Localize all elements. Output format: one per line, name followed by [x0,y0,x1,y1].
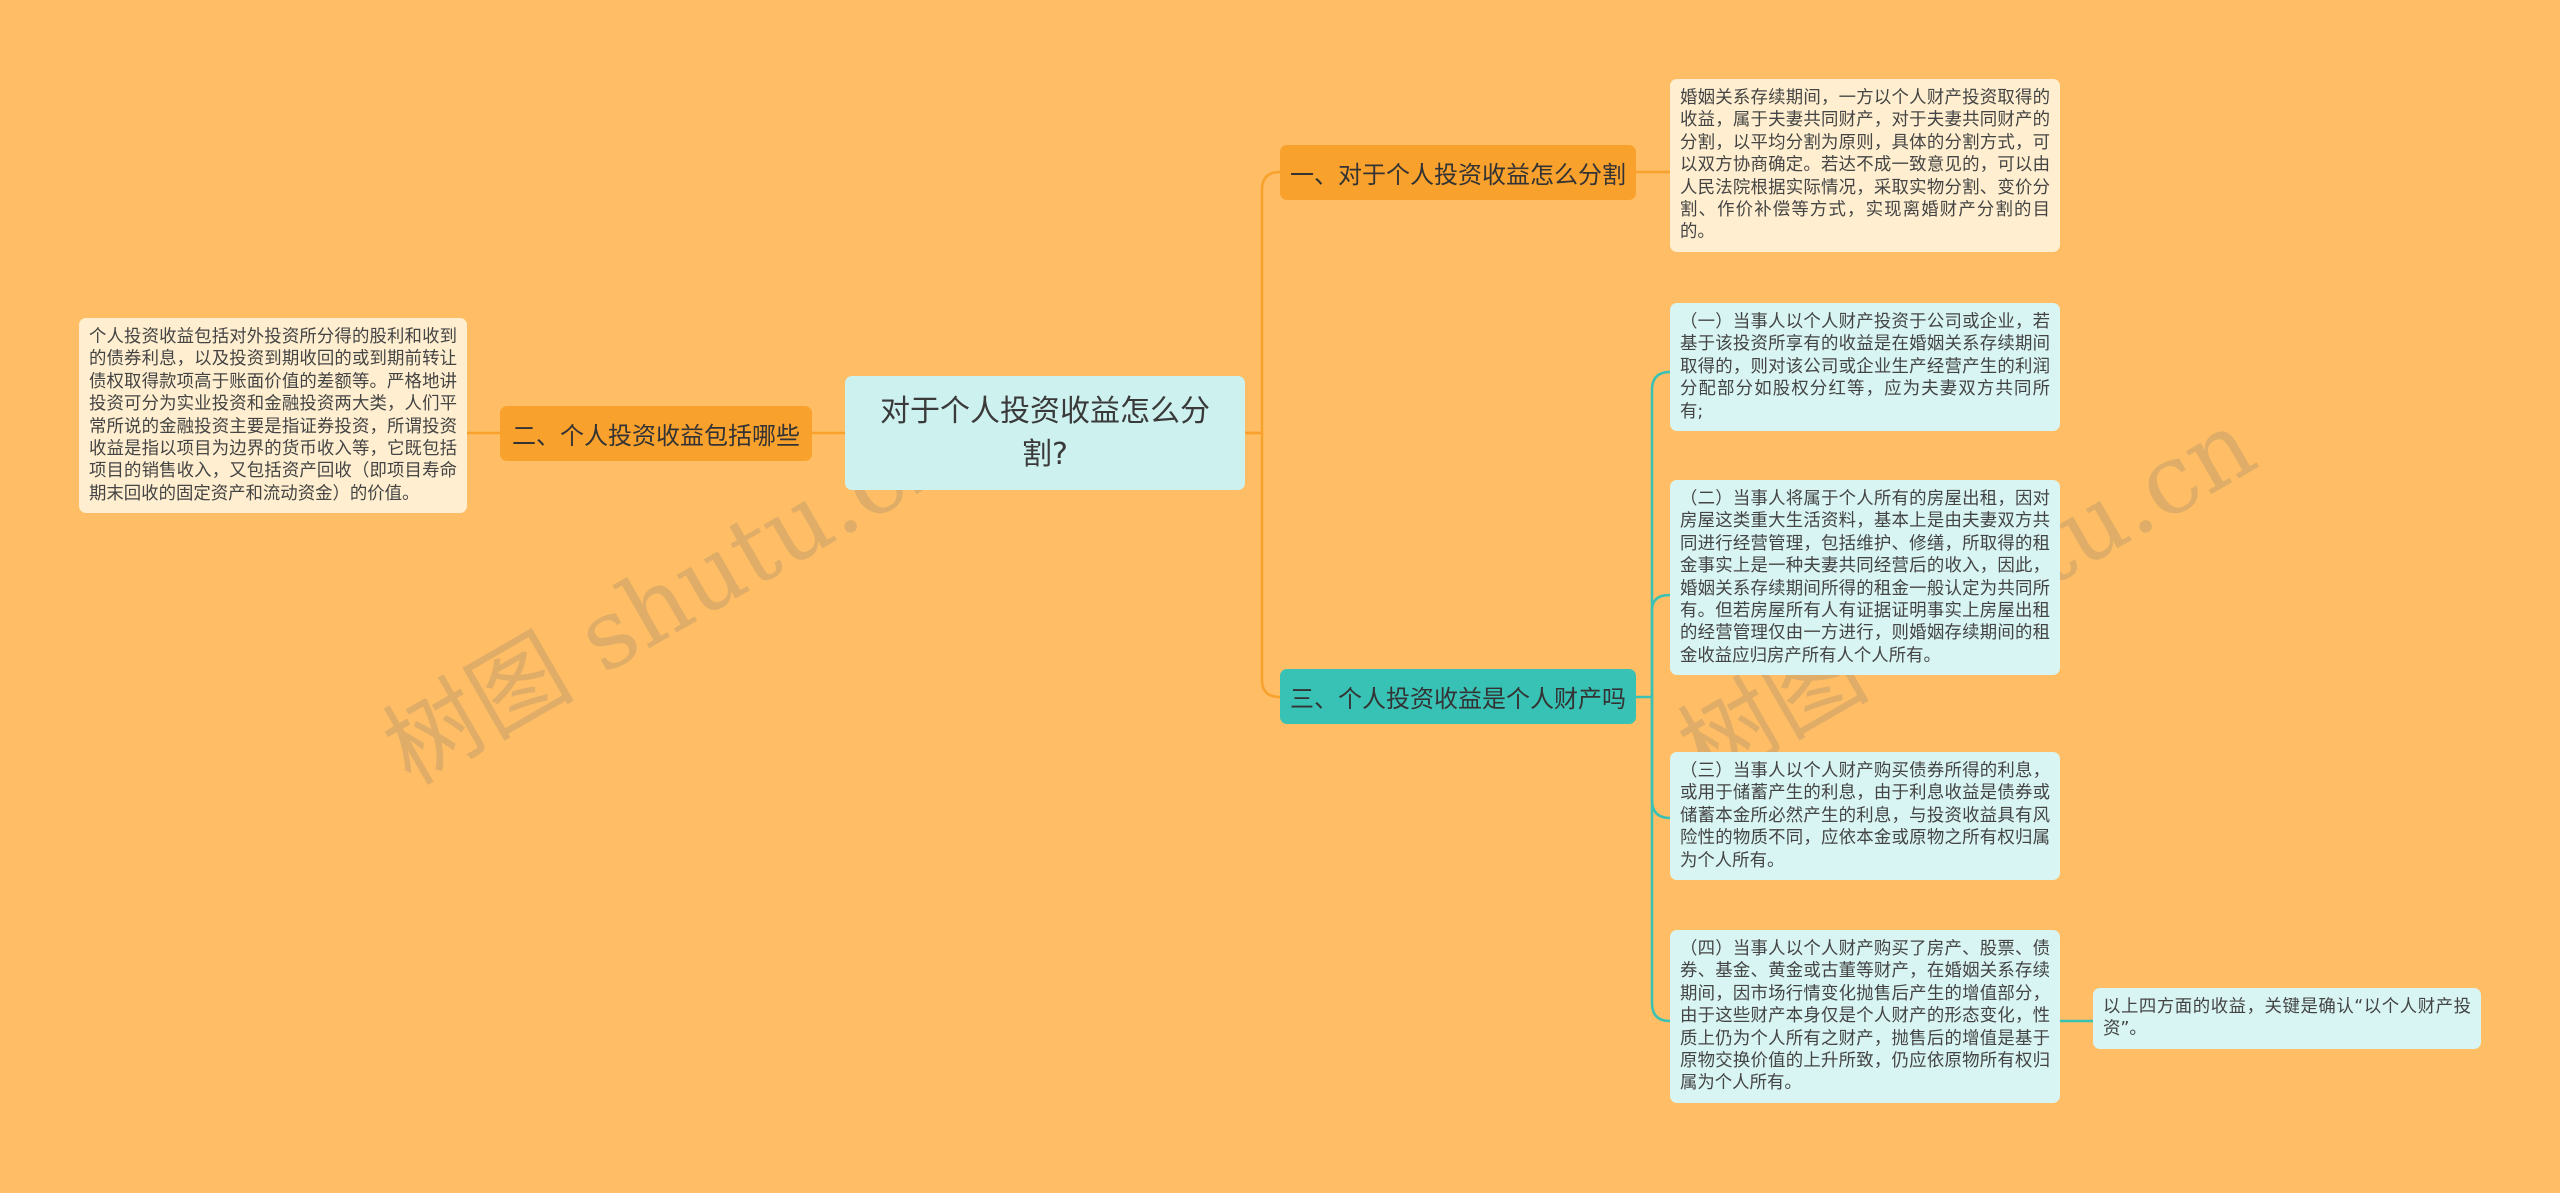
leaf-b3-item-1[interactable]: （一）当事人以个人财产投资于公司或企业，若基于该投资所享有的收益是在婚姻关系存续… [1670,303,2060,432]
leaf-b3-item-1-content: （一）当事人以个人财产投资于公司或企业，若基于该投资所享有的收益是在婚姻关系存续… [1680,312,2050,422]
leaf-b3-item-4-note-content: 以上四方面的收益，关键是确认“以个人财产投资”。 [2103,997,2471,1040]
root-topic-label: 对于个人投资收益怎么分割? [880,394,1210,472]
branch-2-label: 二、个人投资收益包括哪些 [512,422,800,450]
branch-1-label: 一、对于个人投资收益怎么分割 [1290,161,1626,189]
connector-root-b3 [1245,431,1281,699]
leaf-b1-text[interactable]: 婚姻关系存续期间，一方以个人财产投资取得的收益，属于夫妻共同财产，对于夫妻共同财… [1670,79,2060,252]
branch-1-income-division[interactable]: 一、对于个人投资收益怎么分割 [1280,145,1636,200]
leaf-b1-content: 婚姻关系存续期间，一方以个人财产投资取得的收益，属于夫妻共同财产，对于夫妻共同财… [1680,88,2050,243]
branch-3-label: 三、个人投资收益是个人财产吗 [1290,685,1626,713]
branch-2-income-types[interactable]: 二、个人投资收益包括哪些 [500,406,812,461]
root-topic[interactable]: 对于个人投资收益怎么分割? [845,376,1245,490]
connector-b3-leaf2 [1650,593,1671,697]
leaf-b2-content: 个人投资收益包括对外投资所分得的股利和收到的债券利息，以及投资到期收回的或到期前… [89,327,457,504]
leaf-b3-item-3[interactable]: （三）当事人以个人财产购买债券所得的利息，或用于储蓄产生的利息，由于利息收益是债… [1670,752,2060,881]
branch-3-personal-property[interactable]: 三、个人投资收益是个人财产吗 [1280,669,1636,724]
leaf-b3-item-4-content: （四）当事人以个人财产购买了房产、股票、债券、基金、黄金或古董等财产，在婚姻关系… [1680,939,2050,1094]
connector-root-b1 [1245,170,1281,435]
connector-b3-leaf3 [1650,697,1671,820]
leaf-b2-text[interactable]: 个人投资收益包括对外投资所分得的股利和收到的债券利息，以及投资到期收回的或到期前… [79,318,467,514]
leaf-b3-item-4-note[interactable]: 以上四方面的收益，关键是确认“以个人财产投资”。 [2093,988,2481,1049]
connector-b3-leaf1 [1636,370,1671,699]
leaf-b3-item-4[interactable]: （四）当事人以个人财产购买了房产、股票、债券、基金、黄金或古董等财产，在婚姻关系… [1670,930,2060,1103]
leaf-b3-item-2-content: （二）当事人将属于个人所有的房屋出租，因对房屋这类重大生活资料，基本上是由夫妻双… [1680,489,2050,666]
leaf-b3-item-3-content: （三）当事人以个人财产购买债券所得的利息，或用于储蓄产生的利息，由于利息收益是债… [1680,761,2050,871]
leaf-b3-item-2[interactable]: （二）当事人将属于个人所有的房屋出租，因对房屋这类重大生活资料，基本上是由夫妻双… [1670,480,2060,676]
connector-b3-leaf4 [1650,697,1671,1023]
